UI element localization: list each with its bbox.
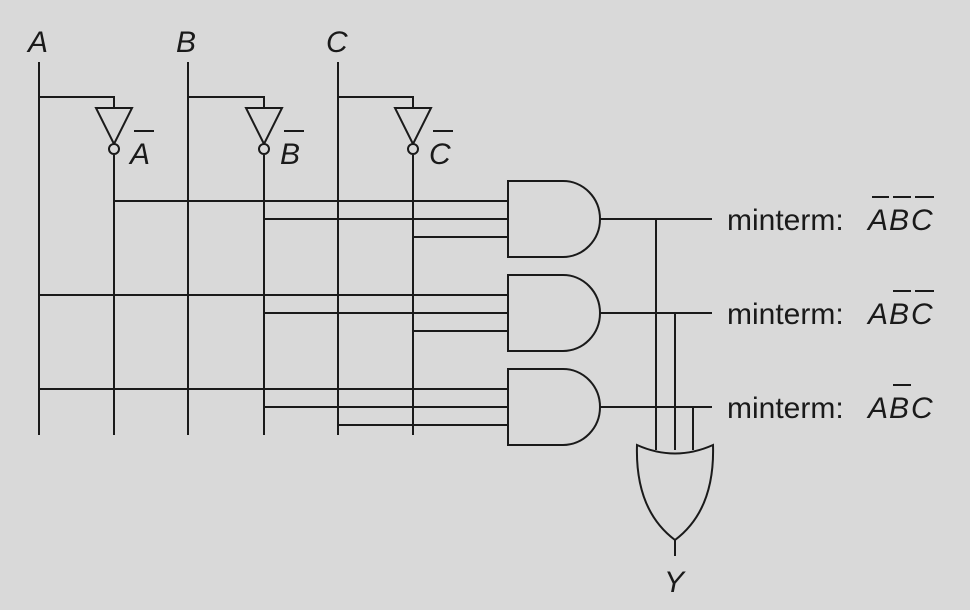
label-b-bar-text: B xyxy=(280,138,300,171)
minterm-3-prefix: minterm: xyxy=(727,392,844,425)
minterm-label-1: minterm: A B C xyxy=(727,196,934,237)
minterm-3-var-a: A xyxy=(866,392,888,425)
minterm-1-var-a: A xyxy=(866,204,888,237)
minterm-1-prefix: minterm: xyxy=(727,204,844,237)
minterm-2-prefix: minterm: xyxy=(727,298,844,331)
label-c-bar: C xyxy=(429,130,453,171)
inverter-c-feed xyxy=(338,96,414,108)
minterm-label-2: minterm: A B C xyxy=(727,290,934,331)
minterm-3-var-c: C xyxy=(911,392,933,425)
and-gate-3 xyxy=(507,368,601,446)
inverter-a-feed xyxy=(39,96,115,108)
inverter-c xyxy=(393,107,433,155)
inverter-b-feed xyxy=(188,96,265,108)
minterm-3-var-b: B xyxy=(889,392,909,425)
label-a-bar: A xyxy=(128,130,154,171)
inverter-a xyxy=(94,107,134,155)
minterm-2-var-b: B xyxy=(889,298,909,331)
minterm-1-var-b: B xyxy=(889,204,909,237)
label-c-bar-text: C xyxy=(429,138,451,171)
input-label-b: B xyxy=(176,26,196,59)
minterm-2-var-c: C xyxy=(911,298,933,331)
output-label-y: Y xyxy=(664,566,686,599)
or-gate xyxy=(635,443,715,542)
inverter-b xyxy=(244,107,284,155)
and-gate-1 xyxy=(507,180,601,258)
label-b-bar: B xyxy=(280,130,304,171)
minterm-1-var-c: C xyxy=(911,204,933,237)
input-label-a: A xyxy=(26,26,48,59)
minterm-label-3: minterm: A B C xyxy=(727,384,933,425)
minterm-2-var-a: A xyxy=(866,298,888,331)
input-label-c: C xyxy=(326,26,348,59)
and-gate-2 xyxy=(507,274,601,352)
label-a-bar-text: A xyxy=(128,138,150,171)
